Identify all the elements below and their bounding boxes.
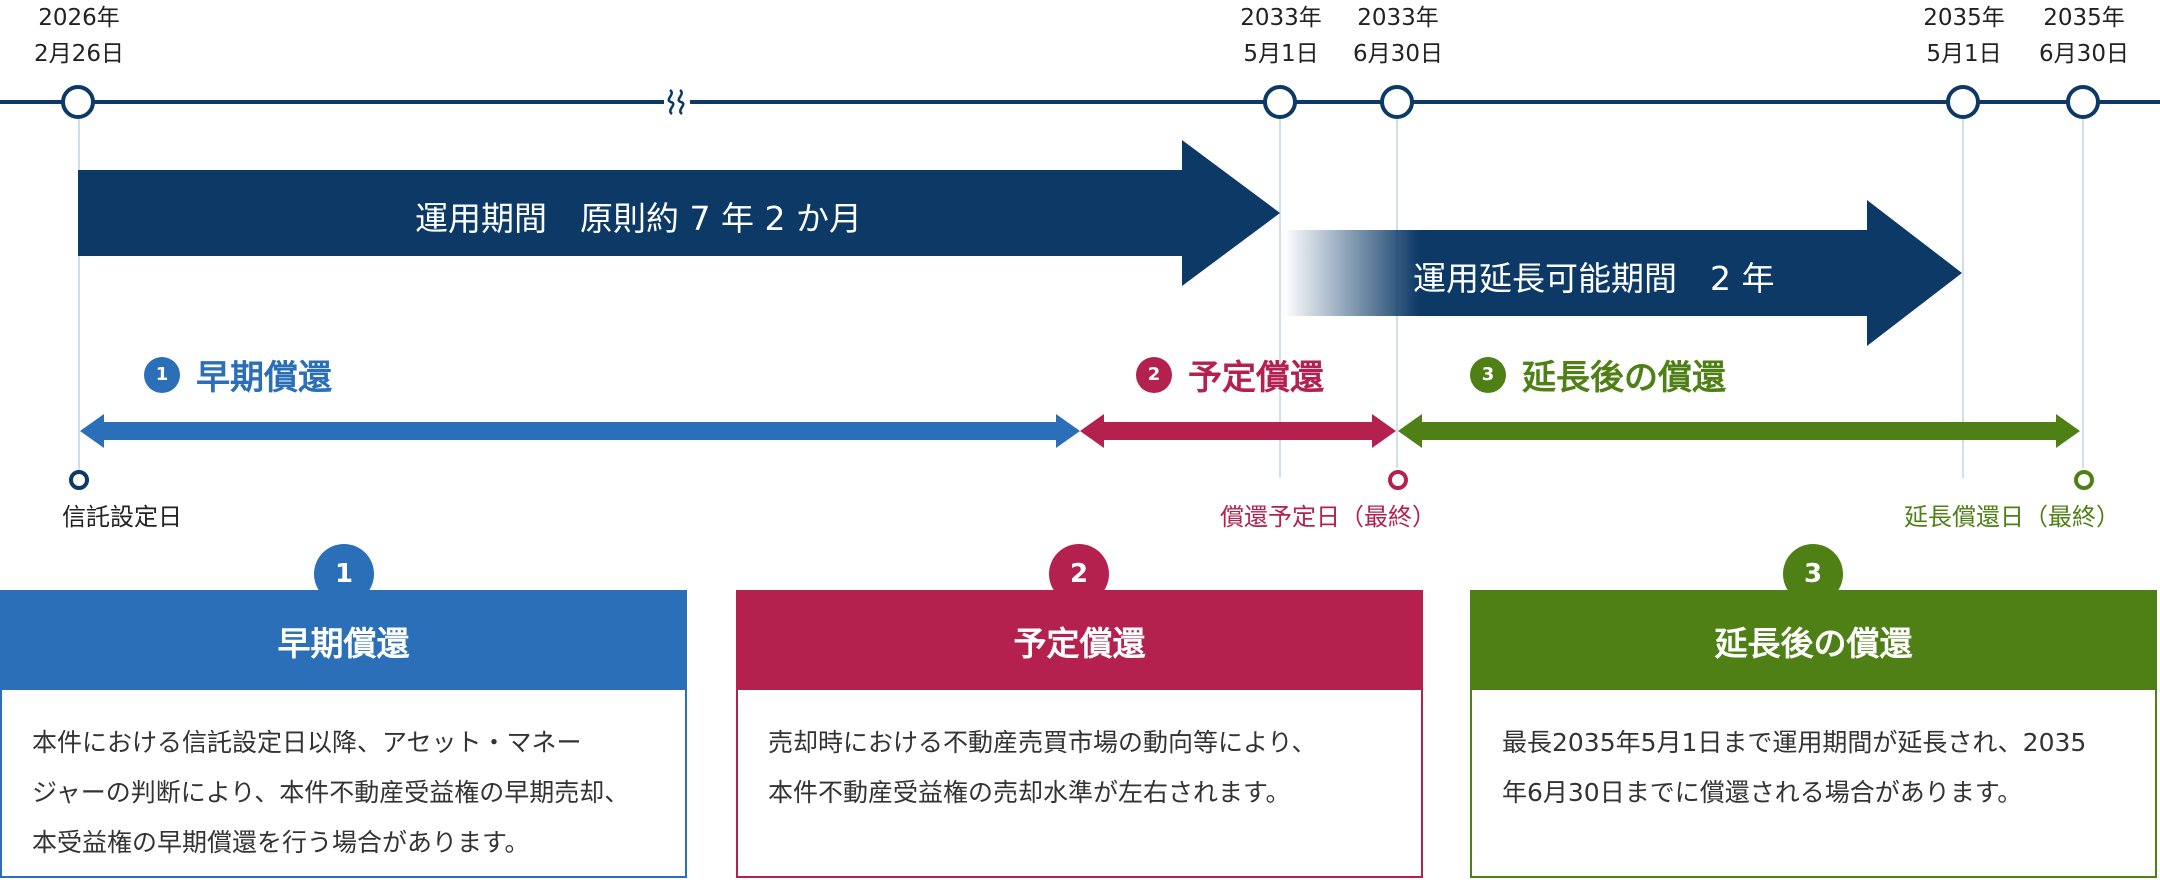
card-description: 売却時における不動産売買市場の動向等により、 本件不動産受益権の売却水準が左右さ…	[768, 728, 1317, 807]
extended-redemption-range-arrow	[1398, 414, 2080, 448]
phase-number-badge: 1	[144, 356, 180, 393]
scheduled-date-marker	[1388, 470, 1408, 490]
phase-number-badge: 2	[1136, 356, 1172, 393]
card-description: 最長2035年5月1日まで運用期間が延長され、2035 年6月30日までに償還さ…	[1502, 728, 2087, 807]
guide-line	[1279, 118, 1281, 478]
timeline-node	[1946, 85, 1980, 119]
phase-extended-redemption: 3 延長後の償還	[1470, 350, 1726, 399]
extended-date-label: 延長償還日（最終）	[1904, 503, 2120, 531]
card-number-badge: 1	[314, 544, 374, 604]
scheduled-redemption-card: 予定償還 売却時における不動産売買市場の動向等により、 本件不動産受益権の売却水…	[736, 590, 1423, 878]
guide-line	[78, 118, 80, 470]
phase-label: 予定償還	[1188, 358, 1324, 398]
trust-date-marker	[69, 470, 89, 490]
guide-line	[1962, 118, 1964, 478]
scheduled-redemption-range-arrow	[1080, 414, 1396, 448]
timeline-axis	[0, 100, 2160, 104]
card-title: 延長後の償還	[1472, 592, 2155, 690]
timeline-break-icon	[664, 88, 690, 116]
extension-period-arrow	[1284, 200, 1962, 346]
card-number-badge: 2	[1049, 544, 1109, 604]
phase-label: 延長後の償還	[1522, 358, 1726, 398]
early-redemption-card: 早期償還 本件における信託設定日以降、アセット・マネー ジャーの判断により、本件…	[0, 590, 687, 878]
phase-number-badge: 3	[1470, 356, 1506, 393]
trust-date-label: 信託設定日	[62, 503, 182, 531]
card-number-badge: 3	[1783, 544, 1843, 604]
card-title: 予定償還	[738, 592, 1421, 690]
timeline-node	[1263, 85, 1297, 119]
extension-period-label: 運用延長可能期間 2 年	[1413, 259, 1775, 298]
extended-date-marker	[2074, 470, 2094, 490]
card-description: 本件における信託設定日以降、アセット・マネー ジャーの判断により、本件不動産受益…	[32, 728, 630, 857]
guide-line	[2082, 118, 2084, 468]
phase-label: 早期償還	[196, 358, 332, 398]
operation-period-label: 運用期間 原則約 7 年 2 か月	[415, 199, 862, 238]
phase-scheduled-redemption: 2 予定償還	[1136, 350, 1324, 399]
operation-period-arrow	[78, 140, 1280, 286]
timeline-node	[1380, 85, 1414, 119]
early-redemption-range-arrow	[80, 414, 1080, 448]
timeline-node	[61, 85, 95, 119]
phase-early-redemption: 1 早期償還	[144, 350, 332, 399]
card-title: 早期償還	[2, 592, 685, 690]
scheduled-date-label: 償還予定日（最終）	[1220, 503, 1436, 531]
extended-redemption-card: 延長後の償還 最長2035年5月1日まで運用期間が延長され、2035 年6月30…	[1470, 590, 2157, 878]
timeline-node	[2066, 85, 2100, 119]
